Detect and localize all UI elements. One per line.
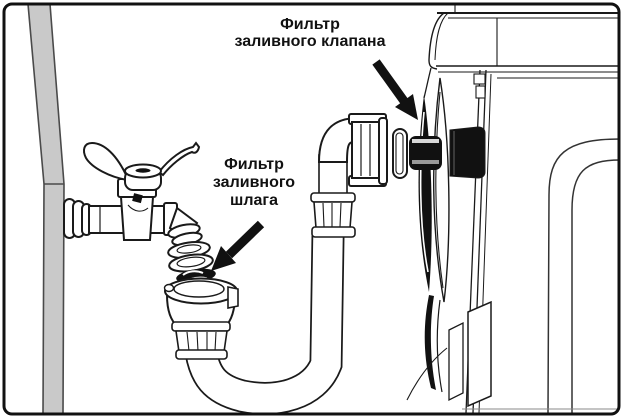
hose-fitting: [163, 277, 239, 360]
filter-mesh-stripe: [412, 160, 439, 164]
panel-clip: [473, 73, 486, 85]
valve-gasket: [392, 128, 408, 179]
tap-spout: [163, 202, 203, 247]
label-inlet-hose-filter: Фильтр заливного шлага: [203, 156, 305, 210]
label-line: заливного: [212, 174, 296, 191]
handle-slot: [135, 168, 151, 173]
arrow-to-valve-filter: [372, 59, 418, 120]
machine-top-cover: [428, 4, 620, 79]
label-line: Фильтр: [280, 16, 340, 33]
inlet-hose: [184, 235, 345, 415]
filter-mesh-stripe: [412, 139, 439, 143]
panel-fold-shading: [418, 67, 450, 303]
arrow-to-hose-filter: [211, 220, 265, 271]
label-line: Фильтр: [224, 156, 284, 173]
machine-lower-bracket: [406, 295, 620, 410]
machine-inlet-valve: [449, 126, 486, 179]
fitting-tab: [163, 283, 175, 293]
water-tap: [63, 141, 203, 247]
washing-machine: [406, 4, 621, 414]
wall: [27, 3, 65, 415]
label-line: заливного клапана: [234, 33, 386, 50]
elbow-connector: [310, 113, 388, 238]
panel-embossing: [547, 138, 621, 414]
elbow-ribbed-collar: [310, 192, 356, 238]
tap-wall-fitting: [63, 198, 92, 239]
label-line: шлага: [230, 192, 278, 209]
hose-gaskets: [167, 241, 214, 273]
inlet-valve-filter: [409, 136, 442, 170]
diagram-border: [2, 2, 621, 416]
tap-butterfly-handle: [83, 141, 201, 191]
fitting-ribbed-collar: [171, 321, 231, 360]
panel-clip: [475, 85, 486, 99]
tap-detail: [132, 193, 143, 204]
hose-nut: [348, 113, 388, 187]
label-inlet-valve-filter: Фильтр заливного клапана: [205, 16, 415, 50]
fitting-tab: [227, 286, 239, 309]
